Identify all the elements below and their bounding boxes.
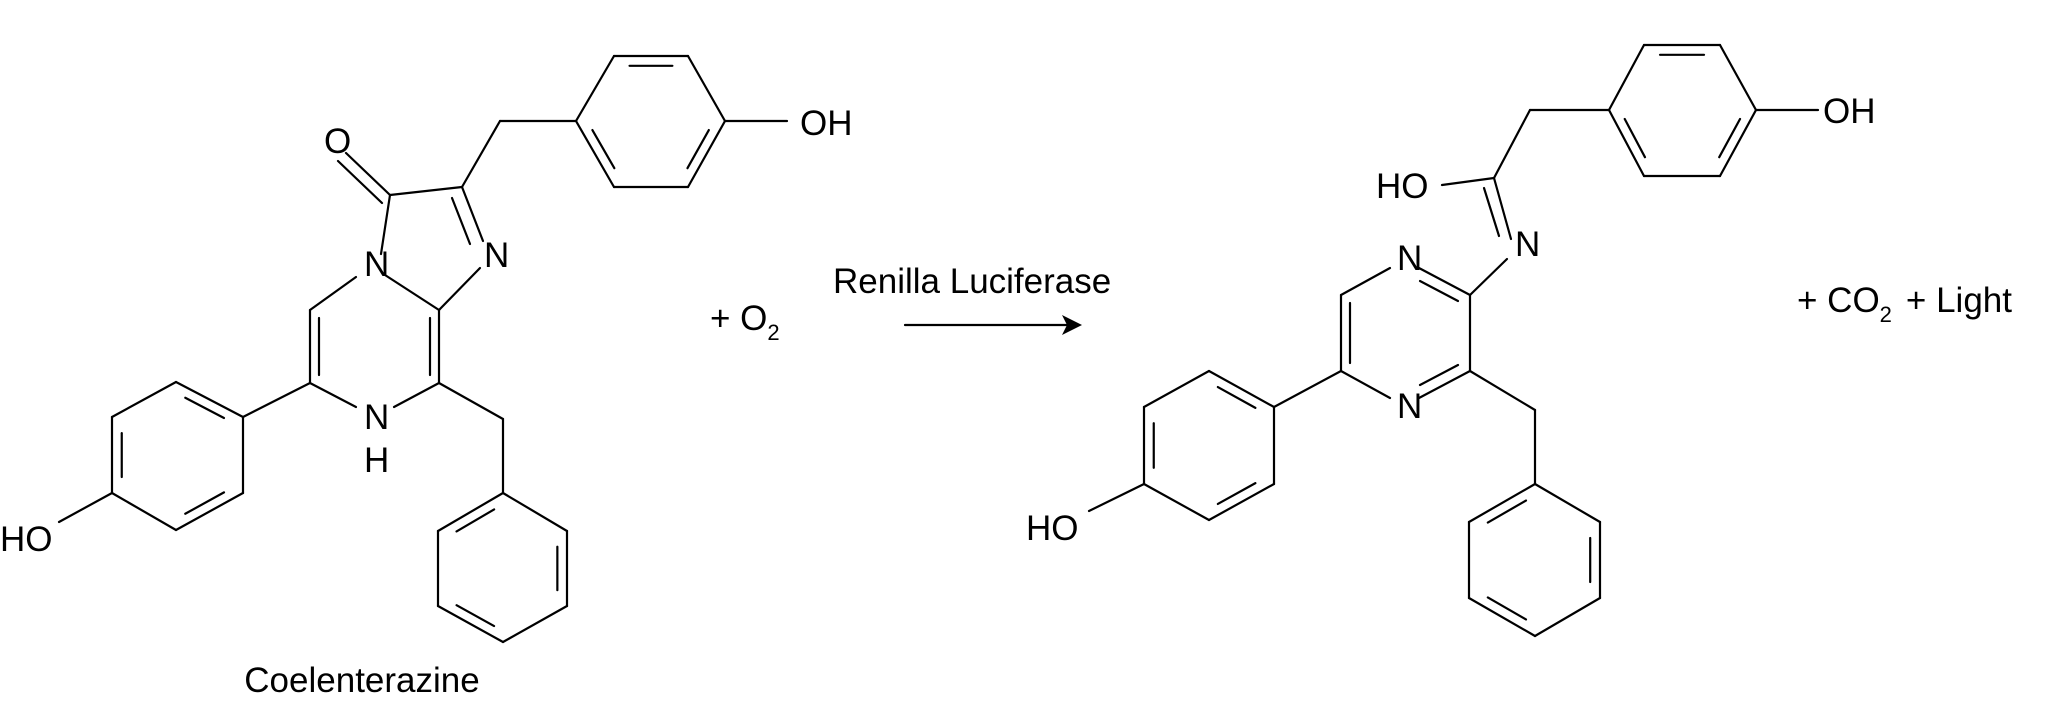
- bond: [308, 275, 358, 312]
- bond: [437, 381, 505, 421]
- double-bond: [450, 196, 472, 246]
- reaction-arrow: Renilla Luciferase: [833, 262, 1111, 335]
- light-text: + Light: [1906, 281, 2012, 320]
- atom-n-bridge: N: [364, 245, 389, 284]
- svg-text:+ O2: + O2: [710, 299, 780, 345]
- top-phenol-ring-double-bond: [1623, 117, 1647, 159]
- double-bond: [1482, 186, 1501, 238]
- bond: [460, 119, 502, 189]
- bond: [57, 491, 114, 524]
- atom-ho-mid: HO: [1376, 167, 1429, 206]
- top-phenol-ring-double-bond: [591, 128, 616, 170]
- coelenterazine-molecule: OH O N N N H HO Coelenterazine: [0, 104, 853, 700]
- atom-o-carbonyl: O: [324, 122, 351, 161]
- benzyl-ring-double-bond: [1486, 596, 1528, 621]
- top-phenol-ring-bond: [1607, 43, 1646, 112]
- atom-h: H: [364, 441, 389, 480]
- bond: [1492, 108, 1532, 180]
- bond: [1492, 176, 1513, 241]
- bond-lines: [57, 43, 1820, 644]
- left-phenol-ring-bond: [1142, 369, 1211, 409]
- bond: [1468, 257, 1509, 297]
- bond: [383, 273, 441, 312]
- left-phenol-ring-bond: [110, 491, 178, 532]
- top-phenol-ring-bond: [1607, 108, 1646, 178]
- benzyl-ring-double-bond: [455, 508, 496, 533]
- left-phenol-ring-double-bond: [1216, 482, 1257, 506]
- atom-n-ring4: N: [1397, 387, 1422, 426]
- top-phenol-ring-bond: [686, 119, 727, 189]
- atom-oh-top: OH: [800, 104, 853, 143]
- co2-text: + CO: [1797, 281, 1880, 320]
- benzyl-ring-bond: [501, 491, 569, 533]
- bond: [392, 381, 441, 409]
- left-phenol-ring-bond: [174, 380, 245, 419]
- bond: [1339, 266, 1392, 297]
- bond: [1087, 482, 1146, 513]
- bond: [437, 266, 482, 312]
- bond: [1440, 176, 1496, 187]
- left-phenol-ring-double-bond: [184, 491, 226, 515]
- atom-ho-left: HO: [0, 520, 53, 559]
- left-phenol-ring-bond: [1207, 482, 1276, 522]
- oxygen-coreactant: + O2: [710, 299, 780, 345]
- bond: [1468, 369, 1537, 412]
- left-phenol-ring-bond: [174, 491, 245, 532]
- benzyl-ring-bond: [1533, 482, 1602, 524]
- left-phenol-ring-double-bond: [184, 396, 226, 420]
- bond: [308, 381, 358, 409]
- bond: [460, 185, 485, 243]
- atom-n-imine: N: [484, 236, 509, 275]
- left-phenol-ring-bond: [1207, 369, 1276, 409]
- top-phenol-ring-bond: [574, 119, 616, 189]
- top-phenol-ring-double-bond: [1718, 117, 1742, 159]
- bond: [1417, 266, 1472, 297]
- top-phenol-ring-bond: [574, 54, 616, 123]
- o2-subscript: 2: [767, 320, 779, 345]
- arrow-head-icon: [1062, 315, 1082, 335]
- left-phenol-ring-bond: [1142, 482, 1211, 522]
- top-phenol-ring-bond: [686, 54, 727, 123]
- benzyl-ring-bond: [501, 604, 569, 644]
- benzyl-ring-bond: [1467, 482, 1537, 524]
- bond: [1339, 369, 1392, 400]
- atom-n-ring1: N: [1397, 239, 1422, 278]
- benzyl-ring-double-bond: [1486, 499, 1528, 524]
- left-phenol-ring-bond: [110, 380, 178, 419]
- atom-n-exo: N: [1515, 225, 1540, 264]
- atom-n-h: N: [364, 398, 389, 437]
- bond: [1417, 369, 1472, 400]
- top-phenol-ring-bond: [1718, 108, 1758, 178]
- benzyl-ring-double-bond: [455, 604, 496, 628]
- atom-ho-left: HO: [1026, 509, 1079, 548]
- bond: [1272, 369, 1343, 409]
- top-phenol-ring-bond: [1718, 43, 1758, 112]
- benzyl-ring-bond: [1533, 596, 1602, 638]
- double-bond: [336, 159, 384, 205]
- enzyme-label: Renilla Luciferase: [833, 262, 1111, 301]
- benzyl-ring-bond: [1467, 596, 1537, 638]
- byproducts: + CO2 + Light: [1797, 281, 2012, 327]
- reactant-name-label: Coelenterazine: [244, 661, 479, 700]
- double-bond: [1418, 363, 1460, 387]
- coelenteramide-molecule: OH HO N N N HO: [1026, 92, 1876, 548]
- bond: [241, 381, 312, 419]
- bond: [379, 193, 392, 256]
- benzyl-ring-bond: [436, 491, 505, 533]
- left-phenol-ring-double-bond: [1216, 385, 1257, 409]
- double-bond: [1418, 279, 1460, 303]
- o2-text: + O: [710, 299, 767, 338]
- bond: [388, 185, 464, 197]
- atom-oh-top: OH: [1823, 92, 1876, 131]
- top-phenol-ring-double-bond: [686, 128, 710, 170]
- svg-text:+ CO2+ Light: + CO2 + Light: [1797, 281, 2012, 327]
- benzyl-ring-bond: [436, 604, 505, 644]
- co2-subscript: 2: [1880, 302, 1892, 327]
- bond: [344, 151, 392, 197]
